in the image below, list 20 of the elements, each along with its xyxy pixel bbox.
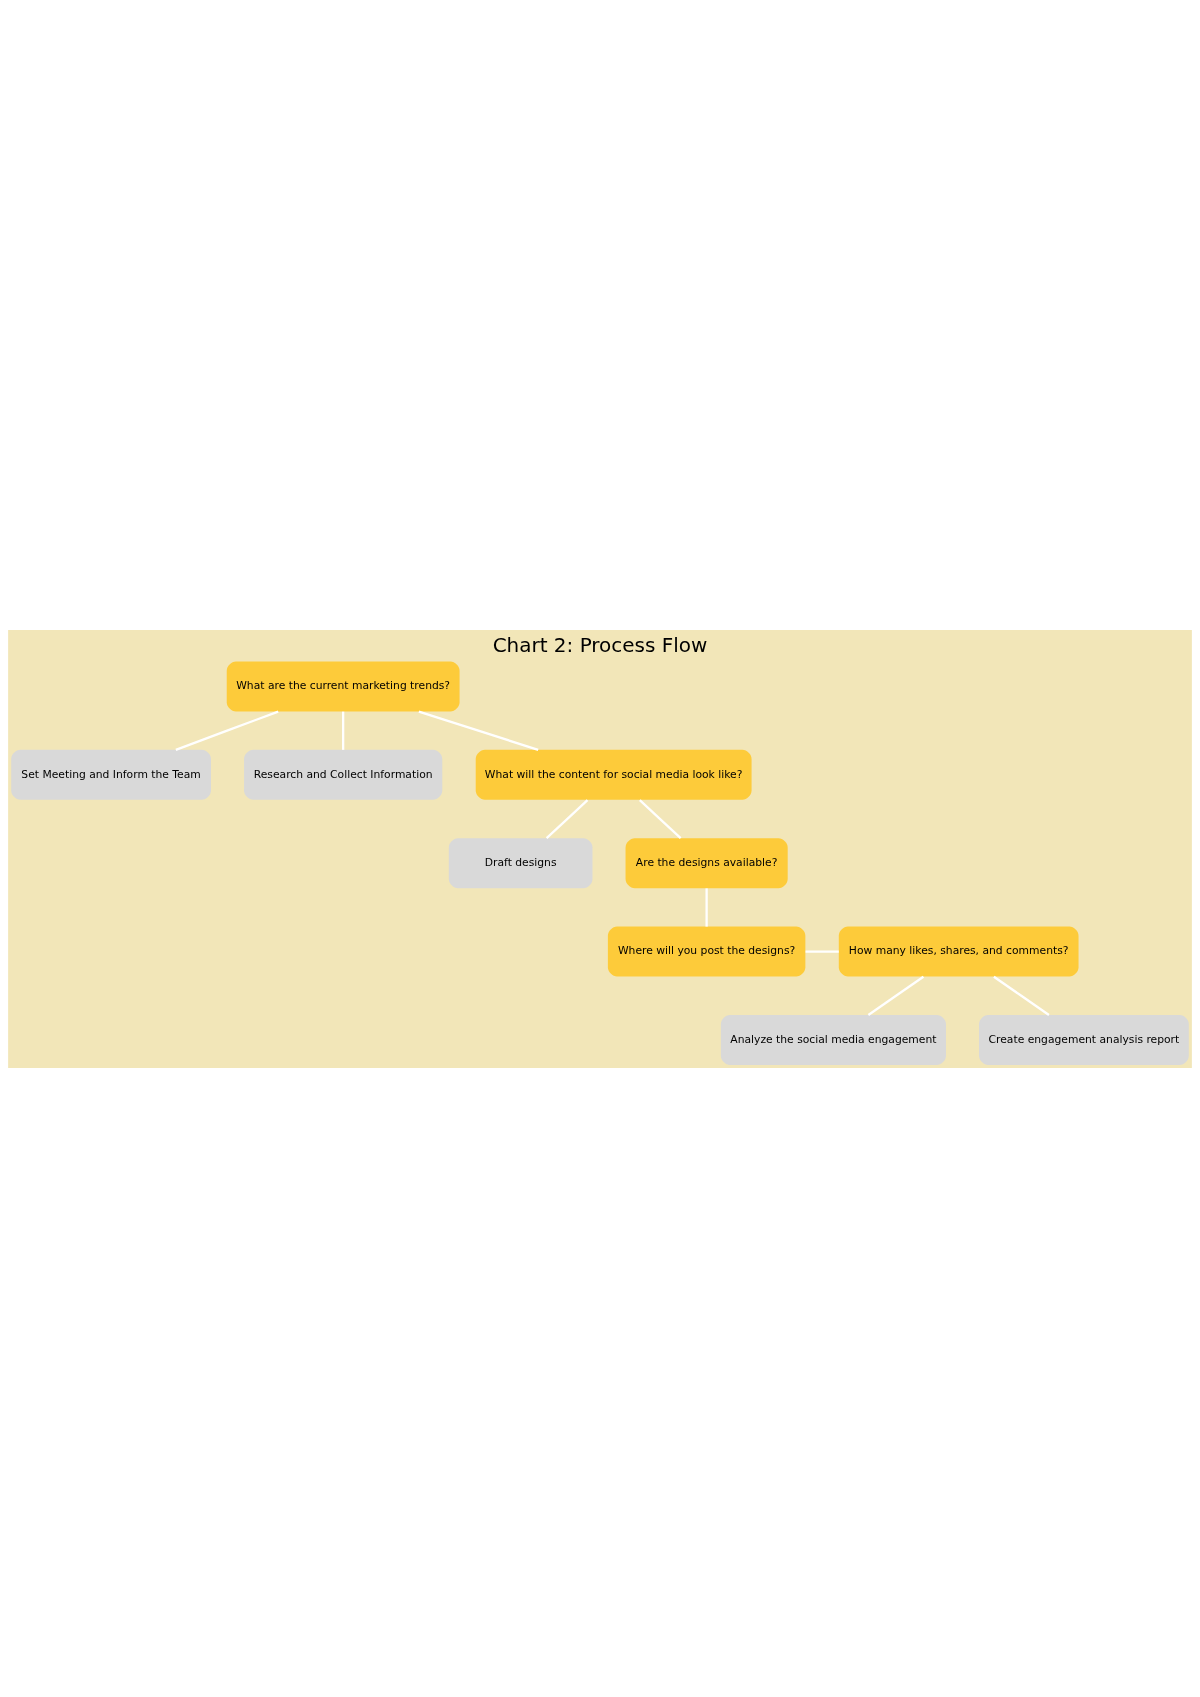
connector: [545, 798, 589, 839]
node-box: Are the designs available?: [625, 837, 788, 888]
node-box: Set Meeting and Inform the Team: [11, 749, 211, 800]
node-box: What are the current marketing trends?: [226, 661, 460, 711]
connector: [175, 709, 279, 751]
node-box: Create engagement analysis report: [979, 1014, 1189, 1065]
connector: [418, 709, 539, 751]
connector: [705, 887, 708, 927]
node-box: Draft designs: [448, 837, 593, 888]
node-box: How many likes, shares, and comments?: [838, 926, 1079, 977]
connector: [867, 975, 925, 1016]
connector: [342, 711, 345, 750]
connector: [993, 975, 1050, 1016]
node-box: Where will you post the designs?: [607, 926, 806, 977]
connector: [639, 798, 682, 839]
node-box: Analyze the social media engagement: [720, 1014, 946, 1065]
node-box: Research and Collect Information: [244, 749, 443, 800]
connector: [805, 949, 839, 953]
diagram-title: Chart 2: Process Flow: [492, 632, 708, 657]
node-box: What will the content for social media look like?: [475, 749, 752, 800]
